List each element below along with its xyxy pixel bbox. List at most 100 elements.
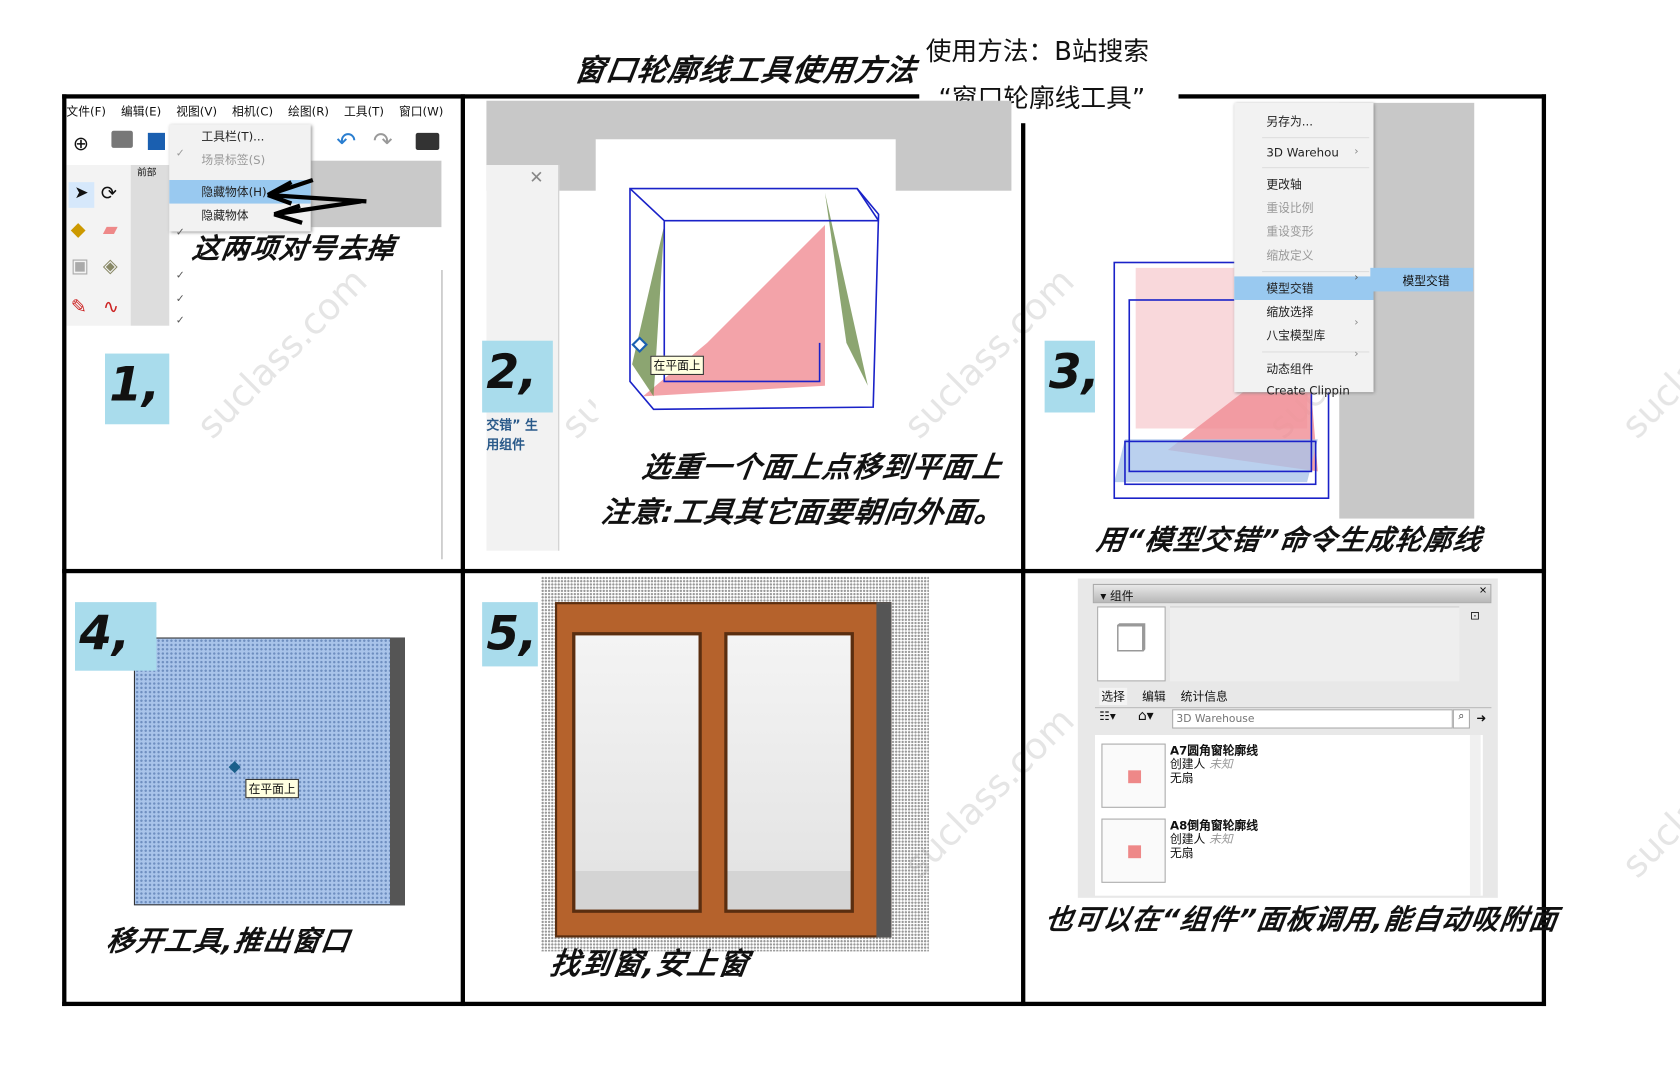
dropdown-item-toolbars[interactable]: 工具栏(T)... xyxy=(201,129,265,144)
freehand-tool-icon[interactable]: ∿ xyxy=(102,295,120,319)
search-icon[interactable]: ⌕ xyxy=(1452,709,1470,729)
step-number-1: 1, xyxy=(104,353,170,425)
eraser-tool-icon[interactable]: ▰ xyxy=(102,218,118,242)
detail-icon[interactable]: ⊡ xyxy=(1469,608,1480,623)
menu-camera[interactable]: 相机(C) xyxy=(232,104,274,119)
face-side xyxy=(389,637,405,906)
tab-select[interactable]: 选择 xyxy=(1099,687,1128,705)
new-icon[interactable]: ⊕ xyxy=(72,132,90,156)
menu-item-create-clipping[interactable]: Create Clippin xyxy=(1266,383,1350,398)
panel-step-1: 文件(F) 编辑(E) 视图(V) 相机(C) 绘图(R) 工具(T) 窗口(W… xyxy=(66,99,460,569)
menu-draw[interactable]: 绘图(R) xyxy=(288,104,330,119)
watermark: suclass.com xyxy=(1613,699,1680,887)
window-pane-right xyxy=(724,632,854,913)
menu-item-3d-warehouse[interactable]: 3D Warehou xyxy=(1266,145,1339,160)
dialog-text-line: 用组件 xyxy=(486,437,526,453)
menu-separator xyxy=(1262,167,1370,169)
search-input[interactable] xyxy=(1172,709,1453,729)
divider xyxy=(441,269,443,560)
menu-view[interactable]: 视图(V) xyxy=(176,104,218,119)
menu-file[interactable]: 文件(F) xyxy=(66,104,106,119)
menu-separator xyxy=(1262,137,1370,139)
menu-item-save-as[interactable]: 另存为... xyxy=(1266,114,1314,129)
author: 未知 xyxy=(1209,757,1233,772)
component-thumbnail[interactable] xyxy=(1101,818,1166,883)
menu-item-reset-scale[interactable]: 重设比例 xyxy=(1266,201,1314,216)
window-pane-left xyxy=(572,632,702,913)
step-3-caption: 用“模型交错”命令生成轮廓线 xyxy=(1094,524,1485,558)
view-options-icon[interactable]: ☷▾ xyxy=(1099,709,1116,724)
component-thumbnail[interactable] xyxy=(1101,743,1166,808)
submenu-intersect-with-model[interactable]: 模型交错 xyxy=(1370,267,1474,292)
orbit-tool-icon[interactable]: ⟳ xyxy=(100,182,117,205)
dropdown-item-hidden-objects[interactable]: 隐藏物体 xyxy=(201,208,249,223)
step-6-caption: 也可以在“组件”面板调用,能自动吸附面 xyxy=(1043,904,1561,937)
select-tool-icon[interactable]: ➤ xyxy=(68,182,95,208)
author-label: 创建人 xyxy=(1169,832,1206,847)
menu-item-scale-definition[interactable]: 缩放定义 xyxy=(1266,248,1314,263)
grid-border-top-right xyxy=(1178,94,1547,99)
component-info xyxy=(1169,606,1460,682)
tag-tool-icon[interactable]: ◈ xyxy=(102,254,118,278)
menu-window[interactable]: 窗口(W) xyxy=(398,104,444,119)
grid-divider-1 xyxy=(460,94,465,1007)
step-number-5: 5, xyxy=(482,602,538,667)
check-icon: ✓ xyxy=(175,269,185,282)
save-icon[interactable] xyxy=(147,132,165,150)
viewport-gray xyxy=(310,160,442,228)
step-2-caption-1: 选重一个面上点移到平面上 xyxy=(640,451,1005,485)
check-icon: ✓ xyxy=(175,314,185,327)
home-icon[interactable]: ⌂▾ xyxy=(1137,708,1154,725)
undo-icon[interactable]: ↶ xyxy=(336,128,357,156)
step-number-4: 4, xyxy=(74,602,157,671)
view-dropdown: 工具栏(T)... 场景标签(S) 隐藏物体(H) 隐藏物体 xyxy=(169,124,311,232)
tab-edit[interactable]: 编辑 xyxy=(1142,689,1166,704)
grid-border-top-left xyxy=(62,94,920,99)
step-2-caption-2: 注意:工具其它面要朝向外面。 xyxy=(599,496,1007,530)
component-list: A7圆角窗轮廓线 创建人 未知 无扇 A8倒角窗轮廓线 创建人 未知 无扇 xyxy=(1094,734,1483,896)
context-menu: 另存为... 3D Warehou 更改轴 重设比例 重设变形 缩放定义 模型交… xyxy=(1234,102,1374,397)
menu-item-intersect-model[interactable]: 模型交错 xyxy=(1234,276,1374,300)
components-tabs: 选择 编辑 统计信息 xyxy=(1094,686,1492,709)
watermark: suclass.com xyxy=(1613,259,1680,448)
component-desc: 无扇 xyxy=(1169,846,1194,861)
menu-item-reset-skew[interactable]: 重设变形 xyxy=(1266,224,1314,239)
step-1-caption: 这两项对号去掉 xyxy=(190,233,398,266)
menu-item-change-axes[interactable]: 更改轴 xyxy=(1266,177,1302,192)
collapse-icon[interactable]: ▾ xyxy=(1100,589,1111,604)
redo-icon[interactable]: ↷ xyxy=(372,128,393,156)
step-number-2: 2, xyxy=(482,340,553,413)
scrollbar[interactable] xyxy=(1469,734,1481,896)
menu-separator xyxy=(1262,271,1370,273)
list-item[interactable]: A7圆角窗轮廓线 创建人 未知 无扇 xyxy=(1170,744,1258,786)
tooltip-on-face: 在平面上 xyxy=(650,355,704,375)
check-icon: ✓ xyxy=(175,227,185,239)
menu-item-zoom-selection[interactable]: 缩放选择 xyxy=(1266,305,1314,320)
print-icon[interactable] xyxy=(415,132,440,150)
dialog-text: 交错” 生 用组件 xyxy=(486,416,538,455)
menu-bar: 文件(F) 编辑(E) 视图(V) 相机(C) 绘图(R) 工具(T) 窗口(W… xyxy=(66,103,460,124)
step-5-caption: 找到窗,安上窗 xyxy=(547,946,752,982)
close-icon[interactable]: ✕ xyxy=(529,167,544,188)
component-tool-icon[interactable]: ▣ xyxy=(70,254,89,278)
components-header[interactable]: ▾ 组件 ✕ xyxy=(1092,583,1492,604)
menu-item-model-library[interactable]: 八宝模型库 xyxy=(1266,328,1326,343)
tab-statistics[interactable]: 统计信息 xyxy=(1180,689,1228,704)
menu-edit[interactable]: 编辑(E) xyxy=(120,104,162,119)
components-panel: ▾ 组件 ✕ ❒ ⊡ 选择 编辑 统计信息 ☷▾ ⌂▾ ⌕ ➜ A7圆角窗轮廓线… xyxy=(1077,578,1498,898)
menu-item-dynamic-components[interactable]: 动态组件 xyxy=(1266,362,1314,377)
side-label: 前部 xyxy=(137,168,157,179)
menu-tools[interactable]: 工具(T) xyxy=(344,104,384,119)
open-icon[interactable] xyxy=(111,130,133,148)
close-icon[interactable]: ✕ xyxy=(1479,586,1488,597)
arrows-icon xyxy=(266,177,367,225)
dropdown-item-scene-tabs[interactable]: 场景标签(S) xyxy=(201,153,266,168)
grid-divider-2 xyxy=(1021,123,1026,1007)
chevron-right-icon: › xyxy=(1354,317,1359,329)
pencil-tool-icon[interactable]: ✎ xyxy=(70,295,87,319)
chevron-right-icon: › xyxy=(1354,348,1359,360)
navigate-icon[interactable]: ➜ xyxy=(1476,711,1487,726)
list-item[interactable]: A8倒角窗轮廓线 创建人 未知 无扇 xyxy=(1170,819,1258,861)
usage-line-1: 使用方法：B站搜索 xyxy=(925,36,1150,67)
paint-tool-icon[interactable]: ◆ xyxy=(70,218,86,242)
